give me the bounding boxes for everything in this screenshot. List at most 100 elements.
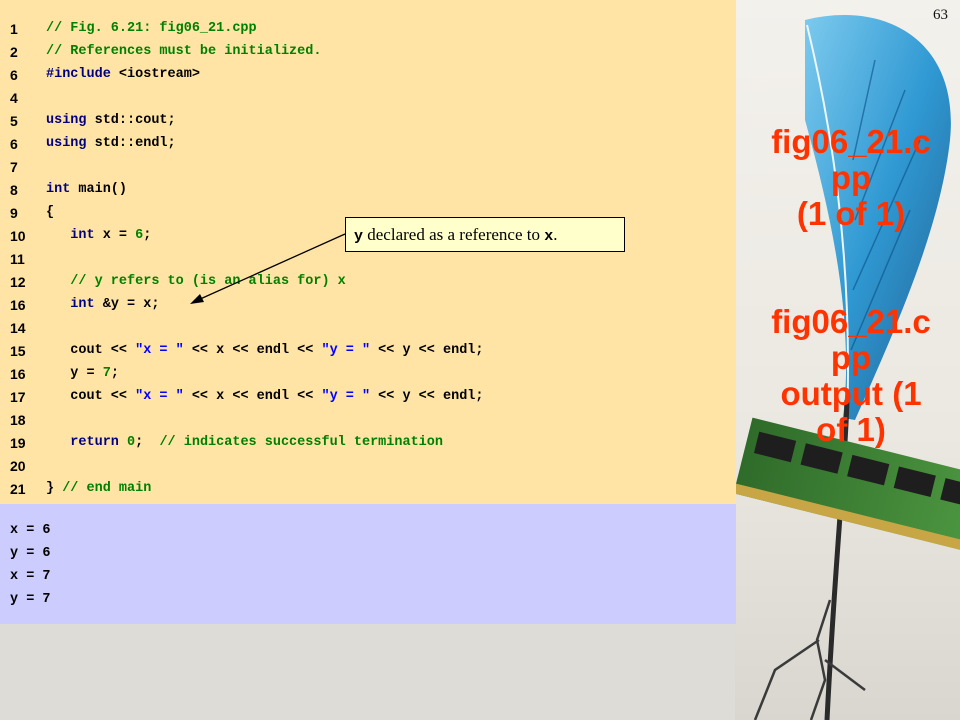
code-text: // y refers to (is an alias for) x (46, 273, 346, 291)
code-line: 16 y = 7; (0, 365, 736, 388)
code-text: int &y = x; (46, 296, 159, 314)
code-token: cout << (46, 343, 136, 358)
code-line: 19 return 0; // indicates successful ter… (0, 434, 736, 457)
code-token: <iostream> (118, 67, 200, 82)
line-number: 8 (10, 182, 18, 198)
code-text: #include <iostream> (46, 66, 200, 84)
code-line: 16 int &y = x; (0, 296, 736, 319)
code-line: 6 #include <iostream> (0, 66, 736, 89)
line-number: 9 (10, 205, 18, 221)
code-line: 11 (0, 250, 736, 273)
code-panel: 1 // Fig. 6.21: fig06_21.cpp 2 // Reference… (0, 0, 736, 504)
code-token: // y refers to (is an alias for) x (46, 274, 346, 289)
code-line: 12 // y refers to (is an alias for) x (0, 273, 736, 296)
code-token: x = (102, 228, 136, 243)
code-token: "x = " (135, 389, 184, 404)
line-number: 21 (10, 481, 26, 497)
line-number: 4 (10, 90, 18, 106)
line-number: 6 (10, 136, 18, 152)
line-number: 12 (10, 274, 26, 290)
code-line: 1 // Fig. 6.21: fig06_21.cpp (0, 20, 736, 43)
code-token: << x << endl << (183, 343, 322, 358)
code-text: int main() (46, 181, 127, 199)
code-text: cout << "x = " << x << endl << "y = " <<… (46, 388, 484, 406)
side-title-line: pp (830, 339, 872, 376)
line-number: 19 (10, 435, 26, 451)
code-token: // Fig. 6.21: fig06_21.cpp (46, 21, 257, 36)
line-number: 16 (10, 297, 26, 313)
code-token: int (46, 182, 79, 197)
code-token: using (46, 113, 95, 128)
code-text: { (46, 204, 54, 222)
code-line: 2 // References must be initialized. (0, 43, 736, 66)
decorative-background (735, 0, 960, 720)
line-number: 7 (10, 159, 18, 175)
code-token: "y = " (321, 389, 371, 404)
code-line: 4 (0, 89, 736, 112)
code-line: 21} // end main (0, 480, 736, 503)
code-text: using std::endl; (46, 135, 176, 153)
code-token: &y = x; (102, 297, 160, 312)
code-token: cout << (46, 389, 136, 404)
line-number: 2 (10, 44, 18, 60)
code-token: 0 (127, 435, 136, 450)
reference-callout: y declared as a reference to x. (345, 217, 625, 252)
code-text: using std::cout; (46, 112, 176, 130)
code-token: 6 (135, 228, 144, 243)
line-number: 14 (10, 320, 26, 336)
code-token: "y = " (321, 343, 371, 358)
code-token: << y << endl; (370, 343, 484, 358)
line-number: 11 (10, 251, 25, 267)
output-line: y = 6 (10, 546, 51, 561)
callout-text: declared as a reference to (363, 225, 545, 244)
code-token: int (46, 297, 103, 312)
line-number: 16 (10, 366, 26, 382)
code-token: #include (46, 67, 119, 82)
code-line: 10 int x = 6; (0, 227, 736, 250)
code-line: 15 cout << "x = " << x << endl << "y = "… (0, 342, 736, 365)
code-token: ; (135, 435, 160, 450)
code-line: 17 cout << "x = " << x << endl << "y = "… (0, 388, 736, 411)
side-title-line: of 1) (816, 411, 886, 448)
line-number: 17 (10, 389, 26, 405)
code-token: using (46, 136, 95, 151)
code-line: 7 (0, 158, 736, 181)
code-line: 9{ (0, 204, 736, 227)
code-token: ; (143, 228, 152, 243)
code-line: 8 int main() (0, 181, 736, 204)
code-token: ; (110, 366, 119, 381)
side-title-line: pp (830, 159, 872, 196)
code-token: "x = " (135, 343, 184, 358)
code-token: y = (46, 366, 103, 381)
code-token: << y << endl; (370, 389, 484, 404)
side-title-line: fig06_21.c (771, 303, 931, 340)
side-title-line: output (1 (780, 375, 922, 412)
code-line: 20 (0, 457, 736, 480)
feather-and-memory-illustration (735, 15, 960, 720)
code-text: int x = 6; (46, 227, 151, 245)
output-line: x = 7 (10, 569, 51, 584)
code-line: 6 using std::endl; (0, 135, 736, 158)
line-number: 6 (10, 67, 18, 83)
code-token: } (46, 481, 63, 496)
code-text: // Fig. 6.21: fig06_21.cpp (46, 20, 257, 38)
callout-var: y (354, 228, 364, 245)
code-text: return 0; // indicates successful termin… (46, 434, 443, 452)
code-line: 14 (0, 319, 736, 342)
code-text: cout << "x = " << x << endl << "y = " <<… (46, 342, 484, 360)
callout-ref: x (544, 228, 554, 245)
line-number: 1 (10, 21, 18, 37)
code-token: return (46, 435, 128, 450)
code-token: // end main (62, 481, 152, 496)
code-line: 18 (0, 411, 736, 434)
code-token: int (46, 228, 103, 243)
code-token: std::endl; (94, 136, 176, 151)
code-text: y = 7; (46, 365, 119, 383)
output-line: y = 7 (10, 592, 51, 607)
line-number: 10 (10, 228, 26, 244)
code-token: // References must be initialized. (46, 44, 322, 59)
